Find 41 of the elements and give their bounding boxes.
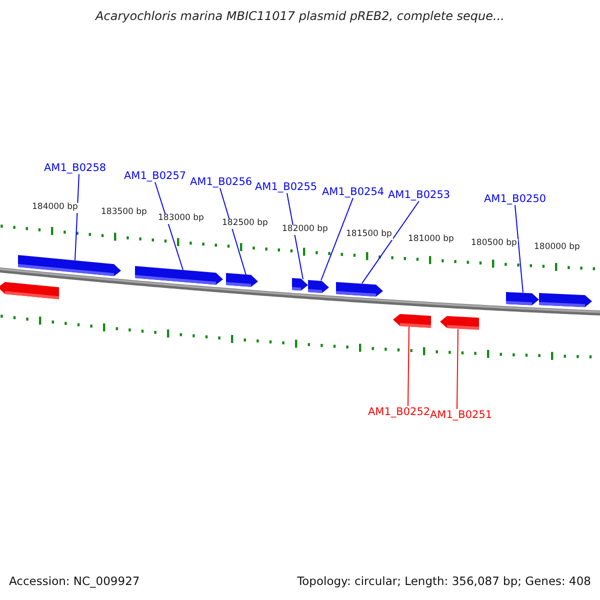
leader-line xyxy=(362,200,420,284)
gene-feature xyxy=(308,280,329,293)
leader-line xyxy=(514,204,524,293)
leader-line xyxy=(220,188,246,276)
coordinate-label: 183000 bp xyxy=(157,214,205,224)
gene-feature xyxy=(506,292,539,305)
gene-label: AM1_B0251 xyxy=(430,409,492,422)
coordinate-label: 180000 bp xyxy=(533,243,581,253)
coordinate-label: 181000 bp xyxy=(407,235,455,245)
leader-line xyxy=(408,326,410,406)
gene-label: AM1_B0250 xyxy=(484,193,546,206)
gene-label: AM1_B0255 xyxy=(255,181,318,194)
gene-feature xyxy=(336,282,383,296)
gene-label: AM1_B0256 xyxy=(190,176,252,188)
gene-label: AM1_B0257 xyxy=(124,170,186,182)
accession-text: Accession: NC_009927 xyxy=(9,575,140,588)
gene-feature xyxy=(0,282,59,299)
leader-line xyxy=(154,182,184,270)
gene-feature xyxy=(440,316,479,330)
gene-feature xyxy=(292,278,308,292)
coordinate-label: 183500 bp xyxy=(100,208,148,218)
coordinate-label: 180500 bp xyxy=(470,239,518,249)
leader-line xyxy=(320,198,354,281)
gene-feature xyxy=(393,314,431,328)
gene-feature xyxy=(135,266,223,285)
coordinate-label: 181500 bp xyxy=(345,230,393,240)
leader-line xyxy=(74,174,80,261)
leader-line xyxy=(286,192,304,280)
gene-label: AM1_B0258 xyxy=(44,162,106,174)
gene-feature xyxy=(539,293,592,308)
coordinate-label: 182500 bp xyxy=(221,219,269,229)
coordinate-label: 184000 bp xyxy=(31,203,79,213)
gene-label: AM1_B0254 xyxy=(322,186,384,198)
map-title: Acaryochloris marina MBIC11017 plasmid pREB2, complete seque... xyxy=(94,10,506,24)
sequence-info-text: Topology: circular; Length: 356,087 bp; Genes: 408 xyxy=(297,575,591,588)
gene-feature xyxy=(226,273,258,288)
gene-label: AM1_B0252 xyxy=(368,406,430,418)
leader-line xyxy=(456,328,458,410)
gene-label: AM1_B0253 xyxy=(388,189,450,202)
gene-feature xyxy=(18,254,121,276)
coordinate-label: 182000 bp xyxy=(281,225,329,235)
